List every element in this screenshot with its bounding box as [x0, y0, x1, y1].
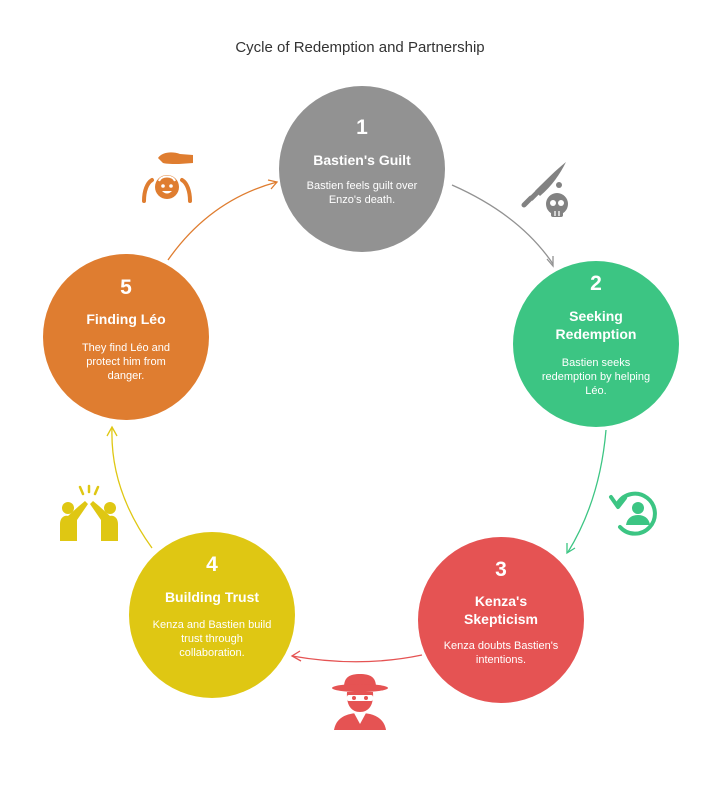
step-5-finding-leo: 5 Finding Léo They find Léo and protect … — [43, 254, 209, 420]
step-2-circle — [513, 261, 679, 427]
step-2-description-line-3: Léo. — [585, 385, 606, 397]
step-4-number: 4 — [206, 553, 218, 576]
step-3-description-line-2: intentions. — [476, 654, 526, 666]
step-1-description-line-1: Bastien feels guilt over — [307, 180, 418, 192]
step-1-number: 1 — [356, 116, 368, 139]
arrow-1-to-2 — [451, 184, 554, 268]
step-3-kenzas-skepticism: 3 Kenza's Skepticism Kenza doubts Bastie… — [418, 537, 584, 703]
step-4-circle — [129, 532, 295, 698]
step-2-number: 2 — [590, 272, 602, 295]
step-2-description-line-2: redemption by helping — [542, 371, 650, 383]
protect-child-icon — [142, 152, 193, 203]
high-five-icon — [60, 484, 118, 541]
step-4-heading: Building Trust — [165, 589, 259, 605]
step-2-heading-line-1: Seeking — [569, 308, 623, 324]
step-5-circle — [43, 254, 209, 420]
spy-icon — [332, 674, 388, 730]
step-3-circle — [418, 537, 584, 703]
step-4-building-trust: 4 Building Trust Kenza and Bastien build… — [129, 532, 295, 698]
step-5-description-line-3: danger. — [108, 370, 145, 382]
step-4-description-line-3: collaboration. — [179, 647, 244, 659]
step-3-number: 3 — [495, 558, 507, 581]
step-3-heading-line-2: Skepticism — [464, 611, 538, 627]
step-1-heading: Bastien's Guilt — [313, 152, 411, 168]
step-5-description-line-2: protect him from — [86, 356, 165, 368]
step-1-bastiens-guilt: 1 Bastien's Guilt Bastien feels guilt ov… — [279, 86, 445, 252]
step-5-description-line-1: They find Léo and — [82, 342, 170, 354]
step-5-number: 5 — [120, 276, 132, 299]
diagram-title: Cycle of Redemption and Partnership — [235, 39, 484, 56]
arrow-4-to-5 — [106, 425, 153, 549]
step-3-description-line-1: Kenza doubts Bastien's — [444, 640, 559, 652]
arrow-2-to-3 — [566, 429, 607, 555]
step-2-seeking-redemption: 2 Seeking Redemption Bastien seeks redem… — [513, 261, 679, 427]
person-restore-icon — [609, 491, 657, 536]
step-5-heading: Finding Léo — [86, 311, 165, 327]
arrow-3-to-4 — [290, 650, 423, 663]
arrow-5-to-1 — [167, 179, 279, 261]
step-3-heading-line-1: Kenza's — [475, 593, 528, 609]
step-2-heading-line-2: Redemption — [556, 326, 637, 342]
step-1-circle — [279, 86, 445, 252]
dagger-skull-icon — [521, 162, 568, 217]
step-2-description-line-1: Bastien seeks — [562, 357, 631, 369]
step-1-description-line-2: Enzo's death. — [329, 194, 395, 206]
step-4-description-line-2: trust through — [181, 633, 243, 645]
step-4-description-line-1: Kenza and Bastien build — [153, 619, 272, 631]
